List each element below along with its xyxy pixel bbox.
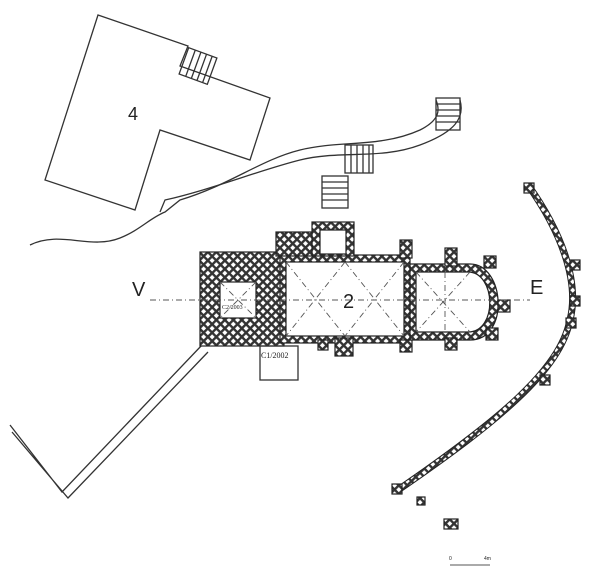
boundary-wall-east — [391, 182, 581, 530]
west-label: V — [132, 279, 146, 301]
stairs — [321, 97, 461, 209]
church-2-label: 2 — [343, 291, 354, 313]
building-4: 4 — [44, 14, 271, 211]
trench-c2-label: C2/2003 — [222, 305, 243, 311]
boundary-wall-west — [9, 344, 209, 499]
church-2: C2/2003 2 — [199, 221, 511, 357]
trench-c1-label: C1/2002 — [261, 351, 289, 360]
building-4-label: 4 — [128, 104, 138, 124]
terrain-lines — [29, 99, 462, 246]
trench-c1 — [259, 345, 299, 381]
scale-bar: 0 4m — [449, 556, 491, 566]
scale-end: 4m — [484, 556, 491, 562]
east-label: E — [530, 277, 543, 299]
scale-start: 0 — [449, 556, 452, 562]
